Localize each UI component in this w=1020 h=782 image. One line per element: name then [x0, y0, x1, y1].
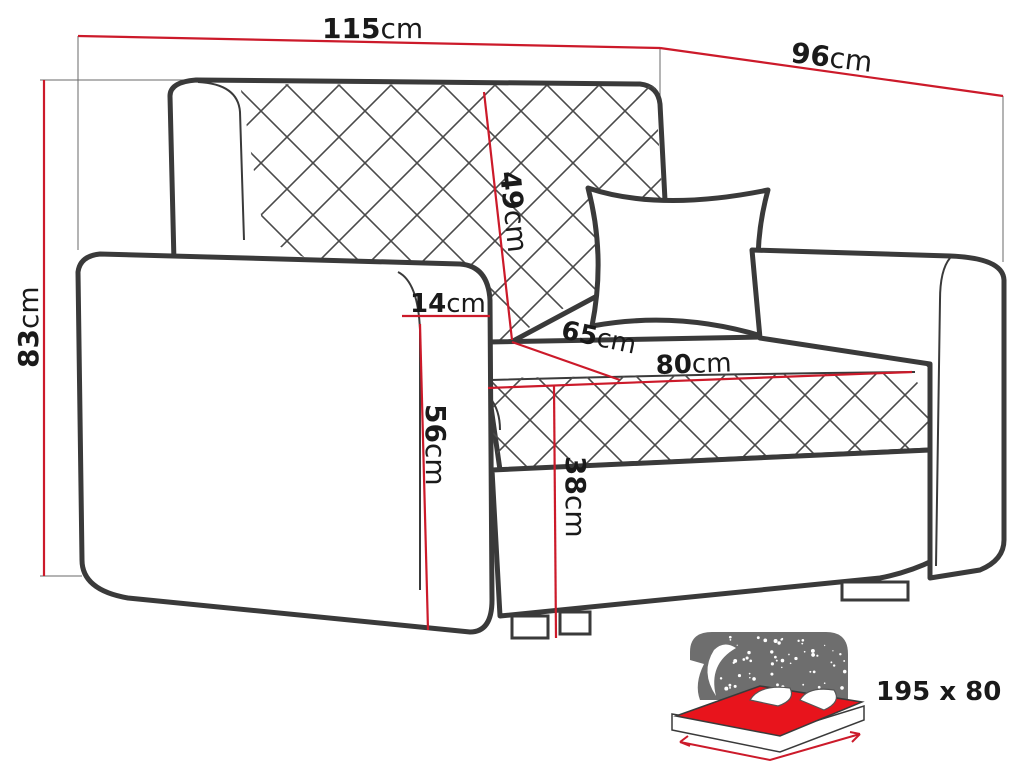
- star: [816, 654, 819, 657]
- star: [823, 682, 826, 685]
- quilt-line: [541, 84, 668, 344]
- quilt-line: [240, 84, 345, 344]
- star: [776, 683, 779, 687]
- quilt-line: [529, 372, 631, 468]
- quilt-line: [240, 84, 449, 344]
- quilt-line: [879, 372, 930, 468]
- star: [802, 683, 805, 686]
- dim-line-arm-height: [418, 323, 430, 631]
- star: [832, 650, 834, 652]
- star: [729, 638, 732, 641]
- star: [732, 661, 735, 664]
- dimension-lines: [42, 34, 1004, 639]
- label-back-height: 49cm: [493, 169, 534, 254]
- star: [749, 659, 753, 663]
- star: [832, 664, 836, 667]
- moon-icon: [707, 644, 736, 696]
- star: [801, 642, 804, 645]
- star: [770, 672, 774, 676]
- star: [781, 666, 783, 669]
- extension-lines: [40, 36, 1004, 577]
- star: [752, 677, 756, 681]
- dimension-labels: 115cm 96cm 83cm 49cm 14cm 56cm 65cm 80cm…: [12, 12, 874, 538]
- quilt-line: [629, 372, 731, 468]
- star: [839, 652, 842, 656]
- star: [728, 635, 732, 639]
- label-seat-width: 80cm: [655, 348, 732, 381]
- star: [719, 677, 723, 680]
- throw-pillow: [585, 185, 771, 341]
- dim-line-depth: [659, 46, 1004, 98]
- label-arm-width: 14cm: [410, 289, 486, 319]
- star: [830, 661, 833, 664]
- label-seat-depth: 65cm: [559, 316, 639, 361]
- sofa-bed-icon: [671, 632, 865, 762]
- star: [774, 655, 777, 659]
- star: [823, 644, 826, 647]
- dim-line-seat-height: [552, 385, 558, 639]
- quilt-line: [679, 372, 781, 468]
- left-armrest: [75, 251, 495, 635]
- star: [812, 670, 816, 674]
- star: [733, 684, 737, 688]
- star: [747, 650, 751, 655]
- star: [773, 639, 778, 643]
- label-arm-height: 56cm: [419, 404, 452, 486]
- star: [843, 660, 846, 662]
- star: [763, 638, 768, 643]
- star: [736, 644, 738, 646]
- star: [801, 638, 805, 642]
- label-seat-height: 38cm: [559, 456, 592, 538]
- star: [788, 653, 790, 656]
- star: [737, 674, 742, 678]
- dim-line-seat-width: [487, 370, 913, 390]
- star: [810, 648, 815, 653]
- quilt-line: [488, 372, 531, 468]
- star: [789, 662, 792, 665]
- quilt-line: [593, 84, 668, 344]
- feet: [510, 580, 910, 640]
- quilt-line: [779, 372, 881, 468]
- star: [842, 669, 847, 674]
- star: [756, 636, 760, 640]
- star: [809, 670, 812, 673]
- label-height: 83cm: [12, 286, 45, 368]
- star: [770, 662, 774, 666]
- label-width: 115cm: [322, 12, 423, 45]
- star: [742, 658, 746, 661]
- star: [780, 638, 783, 641]
- dim-line-seat-depth: [511, 340, 621, 382]
- star: [729, 686, 731, 689]
- quilt-line: [240, 84, 397, 344]
- star: [794, 656, 798, 661]
- star: [745, 656, 749, 660]
- star: [749, 676, 751, 679]
- star: [780, 658, 785, 663]
- label-depth: 96cm: [789, 36, 874, 79]
- seat-cushion: [485, 333, 933, 473]
- star: [724, 686, 729, 691]
- star: [811, 653, 815, 657]
- dim-line-width: [77, 34, 661, 50]
- dim-line-back-height: [482, 91, 514, 341]
- star: [797, 639, 800, 643]
- star: [748, 672, 751, 675]
- quilt-line: [579, 372, 681, 468]
- star: [817, 685, 821, 689]
- star: [777, 641, 781, 645]
- star: [770, 650, 774, 654]
- quilt-line: [729, 372, 831, 468]
- right-armrest: [749, 247, 1007, 581]
- sleeping-area-label: 195 x 80: [876, 677, 1001, 707]
- quilt-line: [240, 84, 293, 344]
- star: [775, 659, 778, 662]
- star: [728, 683, 732, 687]
- star: [840, 686, 844, 690]
- star: [803, 650, 806, 653]
